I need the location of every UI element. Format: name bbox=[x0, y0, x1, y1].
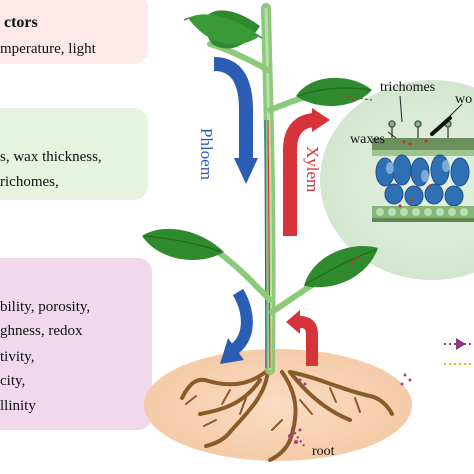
plant-factors-box bbox=[0, 108, 148, 200]
leaf-top-right bbox=[296, 77, 372, 107]
xylem-label: Xylem bbox=[303, 146, 322, 193]
plant-factors-line-1: s, wax thickness, bbox=[0, 149, 102, 165]
leaf-tissue bbox=[372, 116, 474, 222]
factors-line: mperature, light bbox=[0, 41, 96, 57]
root-label: root bbox=[312, 444, 335, 459]
soil-factors-line-4: city, bbox=[0, 373, 26, 389]
leaf-top-right-vein bbox=[297, 87, 371, 97]
xylem-arrowhead bbox=[312, 108, 330, 132]
soil-factors-line-2: ghness, redox bbox=[0, 323, 83, 339]
root-particles bbox=[288, 373, 412, 444]
legend-arrowhead-1 bbox=[456, 338, 466, 350]
leaf-top-left-blade bbox=[188, 14, 260, 45]
soil-factors-line-1: bility, porosity, bbox=[0, 299, 91, 315]
stem-highlight bbox=[264, 7, 273, 371]
wound-label: wo bbox=[455, 92, 473, 107]
phloem-vessel bbox=[264, 119, 267, 369]
branch-bottom-left bbox=[215, 249, 273, 303]
soil-ellipse bbox=[144, 349, 412, 461]
leaf-bottom-right bbox=[304, 245, 378, 288]
uptake-path bbox=[291, 427, 305, 447]
trichomes-label: trichomes bbox=[380, 80, 436, 95]
factors-heading: ctors bbox=[4, 14, 38, 31]
xylem-arrow bbox=[283, 113, 317, 236]
xylem-root-arrowhead bbox=[286, 310, 300, 334]
phloem-root-arrowhead bbox=[220, 338, 244, 364]
plant-factors-line-2: richomes, bbox=[0, 174, 59, 190]
roots bbox=[180, 368, 394, 462]
branch-top-left bbox=[207, 41, 271, 73]
leaf-bottom-right-vein bbox=[305, 249, 377, 285]
environmental-factors-box bbox=[0, 0, 148, 64]
wound-pointer bbox=[445, 103, 463, 121]
soil-factors-box bbox=[0, 258, 152, 430]
phloem-label: Phloem bbox=[197, 128, 216, 180]
leaf-bottom-left bbox=[142, 228, 224, 260]
trichomes-pointer bbox=[399, 95, 403, 123]
phloem-arrowhead bbox=[234, 158, 258, 184]
xylem-vessel bbox=[267, 119, 271, 369]
leaf-particles bbox=[346, 94, 360, 264]
soil-factors-line-5: llinity bbox=[0, 398, 36, 414]
phloem-root-arrow bbox=[226, 288, 253, 358]
waxes-pointer bbox=[387, 131, 397, 139]
leaf-bottom-left-vein bbox=[143, 235, 223, 253]
phloem-arrow bbox=[213, 57, 253, 160]
root-hairs bbox=[185, 387, 361, 431]
waxes-label: waxes bbox=[350, 132, 385, 147]
xylem-root-arrow bbox=[299, 316, 318, 366]
soil-factors-line-3: tivity, bbox=[0, 349, 35, 365]
